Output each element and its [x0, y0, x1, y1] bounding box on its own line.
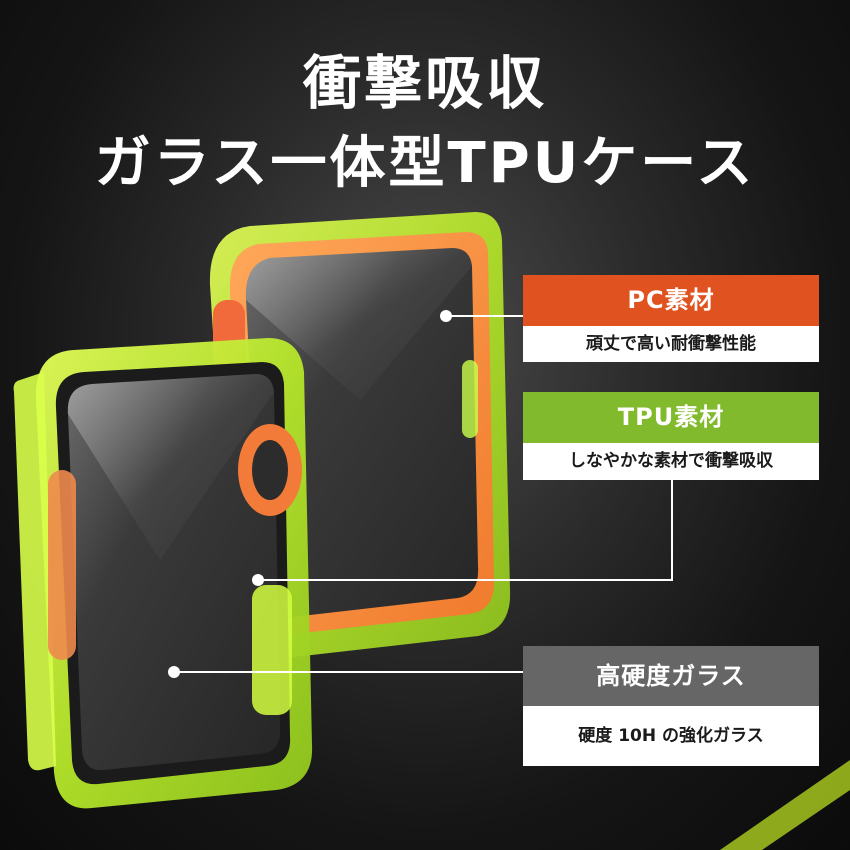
headline-line-1: 衝撃吸収: [302, 49, 547, 117]
pc-marker-dot: [440, 310, 452, 322]
callout-tpu-material: TPU素材 しなやかな素材で衝撃吸収: [523, 392, 819, 480]
callout-pc-heading: PC素材: [523, 275, 819, 326]
callout-glass: 高硬度ガラス 硬度 10H の強化ガラス: [523, 646, 819, 766]
front-case: [13, 338, 313, 809]
callout-tpu-description: しなやかな素材で衝撃吸収: [523, 443, 819, 480]
glass-marker-dot: [168, 666, 180, 678]
tpu-marker-dot: [252, 574, 264, 586]
headline-line-2: ガラス一体型TPUケース: [94, 131, 756, 196]
callout-glass-heading: 高硬度ガラス: [523, 646, 819, 706]
callout-pc-description: 頑丈で高い耐衝撃性能: [523, 326, 819, 362]
callout-tpu-heading: TPU素材: [523, 392, 819, 443]
callout-pc-material: PC素材 頑丈で高い耐衝撃性能: [523, 275, 819, 362]
corner-stripe: [720, 760, 850, 850]
leader-lines: [174, 315, 673, 673]
callout-glass-description: 硬度 10H の強化ガラス: [523, 706, 819, 766]
